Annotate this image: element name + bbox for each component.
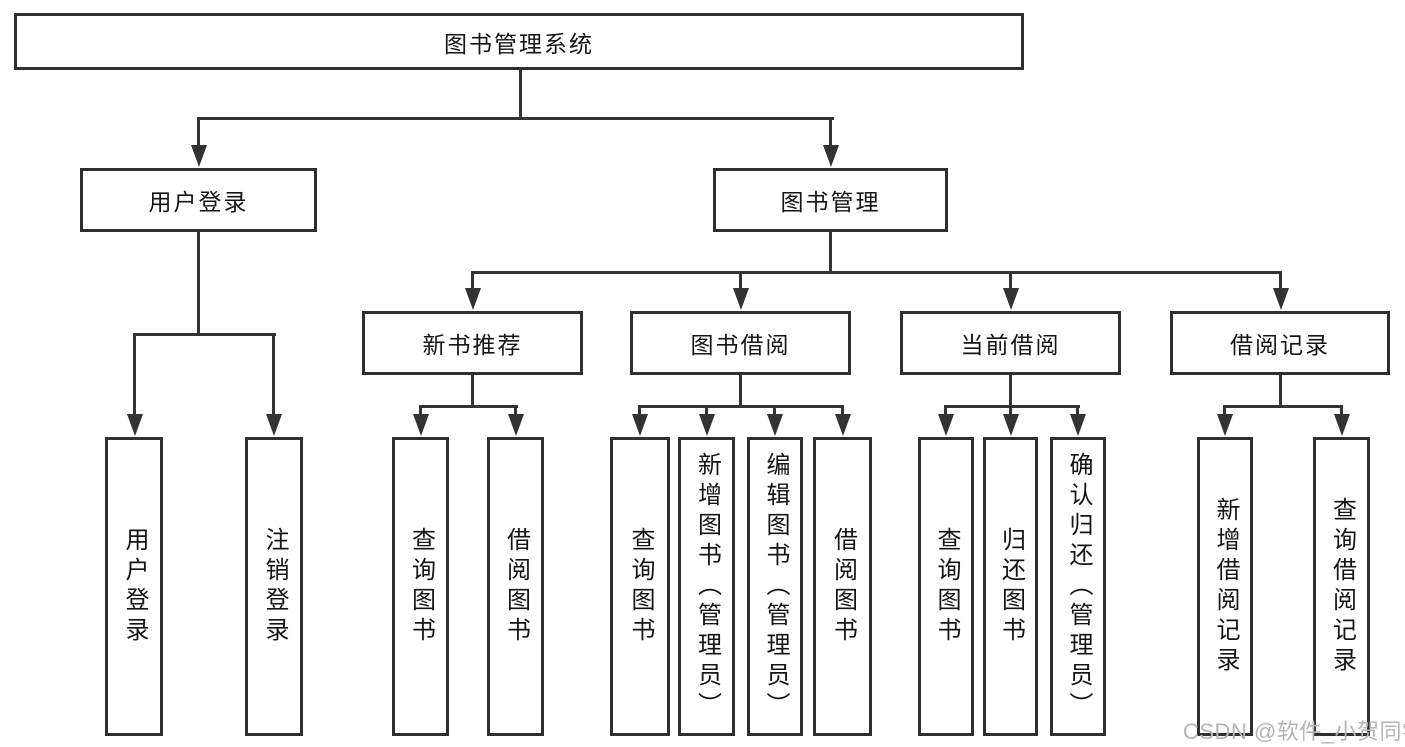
arrowhead-down-icon	[698, 414, 715, 436]
edge-line	[773, 405, 776, 416]
edge-line	[519, 70, 522, 118]
edge-line	[1009, 405, 1012, 416]
edge-line	[1009, 375, 1012, 407]
edge-line	[829, 117, 832, 148]
node-book-management: 图书管理	[713, 168, 948, 232]
leaf-query-books-current: 查询图书	[918, 437, 974, 736]
arrowhead-down-icon	[631, 414, 648, 436]
edge-line	[1223, 405, 1343, 408]
edge-line	[739, 271, 742, 289]
edge-line	[197, 117, 834, 120]
arrowhead-down-icon	[464, 288, 481, 310]
node-book-borrowing-label: 图书借阅	[690, 332, 791, 358]
arrowhead-down-icon	[1333, 414, 1350, 436]
arrowhead-down-icon	[507, 414, 524, 436]
edge-line	[944, 405, 1080, 408]
node-library-system: 图书管理系统	[14, 13, 1024, 70]
edge-line	[1076, 405, 1079, 416]
arrowhead-down-icon	[1002, 414, 1019, 436]
arrowhead-down-icon	[126, 414, 143, 436]
arrowhead-down-icon	[1002, 288, 1019, 310]
edge-line	[197, 232, 200, 335]
arrowhead-down-icon	[1069, 414, 1086, 436]
edge-line	[841, 405, 844, 416]
leaf-query-books-borrowing: 查询图书	[610, 437, 670, 736]
leaf-borrow-books-recommend-label: 借阅图书	[502, 526, 530, 647]
arrowhead-down-icon	[1272, 288, 1289, 310]
edge-line	[1223, 405, 1226, 416]
leaf-borrow-books-borrowing-label: 借阅图书	[829, 526, 857, 647]
arrowhead-down-icon	[766, 414, 783, 436]
leaf-borrow-books-recommend: 借阅图书	[487, 437, 544, 736]
leaf-query-books-recommend-label: 查询图书	[407, 526, 435, 647]
node-new-book-recommendation-label: 新书推荐	[422, 332, 523, 358]
edge-line	[514, 405, 517, 416]
leaf-confirm-return-admin: 确认归还（管理员）	[1050, 437, 1106, 736]
leaf-query-books-borrowing-label: 查询图书	[627, 526, 654, 647]
leaf-borrow-books-borrowing: 借阅图书	[813, 437, 872, 736]
edge-line	[471, 375, 474, 407]
leaf-user-login-label: 用户登录	[121, 526, 148, 647]
arrowhead-down-icon	[190, 145, 207, 167]
leaf-query-borrow-record-label: 查询借阅记录	[1328, 496, 1356, 677]
edge-line	[419, 405, 518, 408]
leaf-logout-login: 注销登录	[245, 437, 303, 736]
node-current-borrowing: 当前借阅	[900, 311, 1121, 375]
arrowhead-down-icon	[732, 288, 749, 310]
node-library-system-label: 图书管理系统	[444, 30, 594, 57]
leaf-query-borrow-record: 查询借阅记录	[1313, 437, 1370, 736]
arrowhead-down-icon	[1216, 414, 1233, 436]
leaf-query-books-recommend: 查询图书	[392, 437, 449, 736]
arrowhead-down-icon	[834, 414, 851, 436]
node-book-borrowing: 图书借阅	[630, 311, 851, 375]
edge-line	[133, 333, 276, 336]
leaf-add-borrow-record: 新增借阅记录	[1197, 437, 1253, 736]
node-borrowing-records: 借阅记录	[1170, 311, 1390, 375]
watermark: CSDN @软件_小贺同学	[1183, 719, 1405, 744]
edge-line	[829, 232, 832, 273]
edge-line	[419, 405, 422, 416]
arrowhead-down-icon	[412, 414, 429, 436]
leaf-add-borrow-record-label: 新增借阅记录	[1212, 496, 1239, 677]
arrowhead-down-icon	[937, 414, 954, 436]
leaf-edit-book-admin: 编辑图书（管理员）	[747, 437, 803, 736]
edge-line	[471, 271, 1282, 274]
node-user-login-label: 用户登录	[148, 189, 249, 215]
node-book-management-label: 图书管理	[780, 189, 881, 215]
leaf-edit-book-admin-label: 编辑图书（管理员）	[762, 451, 789, 722]
edge-line	[1279, 375, 1282, 407]
edge-line	[705, 405, 708, 416]
edge-line	[638, 405, 844, 408]
leaf-confirm-return-admin-label: 确认归还（管理员）	[1065, 451, 1092, 722]
leaf-return-book-label: 归还图书	[997, 526, 1025, 647]
edge-line	[944, 405, 947, 416]
leaf-add-book-admin: 新增图书（管理员）	[678, 437, 735, 736]
leaf-user-login: 用户登录	[105, 437, 163, 736]
edge-line	[1009, 271, 1012, 289]
leaf-return-book: 归还图书	[983, 437, 1038, 736]
edge-line	[133, 333, 136, 415]
node-borrowing-records-label: 借阅记录	[1230, 332, 1330, 358]
edge-line	[197, 117, 200, 148]
edge-line	[471, 271, 474, 289]
node-current-borrowing-label: 当前借阅	[960, 332, 1061, 358]
arrowhead-down-icon	[822, 145, 839, 167]
node-new-book-recommendation: 新书推荐	[362, 311, 583, 375]
edge-line	[739, 375, 742, 407]
arrowhead-down-icon	[265, 414, 282, 436]
edge-line	[638, 405, 641, 416]
leaf-logout-login-label: 注销登录	[261, 526, 288, 647]
leaf-add-book-admin-label: 新增图书（管理员）	[693, 451, 721, 722]
edge-line	[272, 333, 275, 415]
edge-line	[1340, 405, 1343, 416]
leaf-query-books-current-label: 查询图书	[933, 526, 960, 647]
edge-line	[1279, 271, 1282, 289]
node-user-login: 用户登录	[80, 168, 317, 232]
